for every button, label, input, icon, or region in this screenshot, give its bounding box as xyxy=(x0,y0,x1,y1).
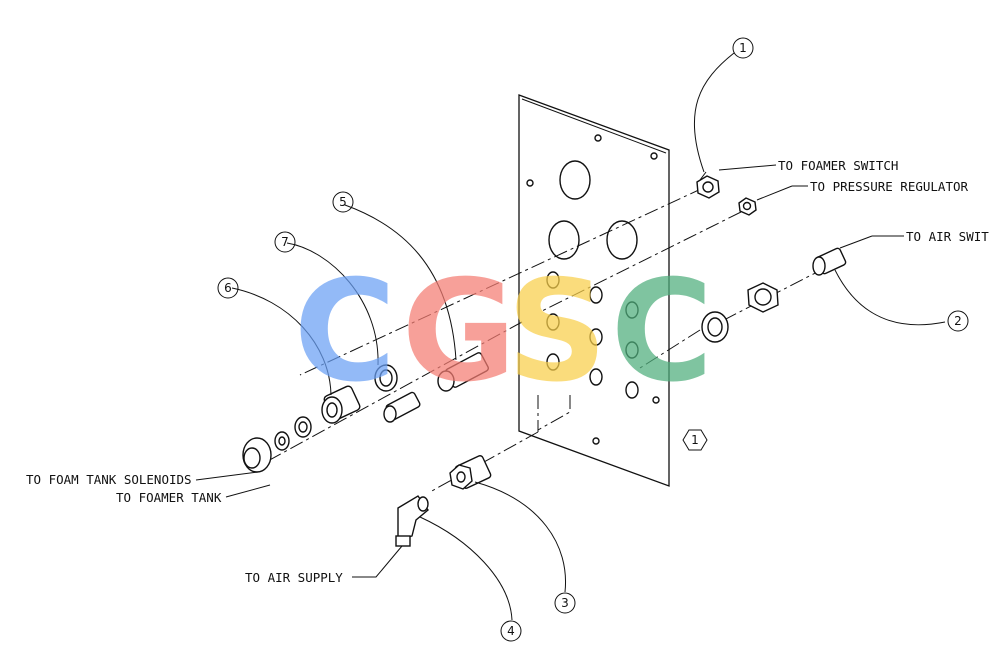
hex-nut-foamer-switch xyxy=(696,175,720,199)
callout-number: 2 xyxy=(954,314,962,328)
watermark-letter: C xyxy=(611,251,714,414)
washer-right xyxy=(701,311,729,343)
elbow-fitting xyxy=(395,495,429,547)
panel-tag-hexagon: 1 xyxy=(682,429,708,451)
washer-7 xyxy=(374,364,398,392)
callout-number: 3 xyxy=(561,596,569,610)
cgsc-watermark: C G S C xyxy=(294,251,714,414)
fitting-air-switch xyxy=(812,247,847,276)
label-to-pressure-regulator: TO PRESSURE REGULATOR xyxy=(810,179,969,194)
watermark-letter: G xyxy=(402,251,517,414)
large-hex-nut xyxy=(747,282,779,313)
watermark-letter: S xyxy=(507,251,608,414)
label-to-foamer-switch: TO FOAMER SWITCH xyxy=(778,158,898,173)
hex-fitting-3 xyxy=(449,455,492,490)
small-washer-left xyxy=(274,431,290,451)
hex-nut-pressure-regulator xyxy=(738,197,757,216)
callout-balloon-5: 5 xyxy=(332,191,354,213)
callout-number: 6 xyxy=(224,281,232,295)
callout-number: 1 xyxy=(739,41,747,55)
callout-balloon-7: 7 xyxy=(274,231,296,253)
cap-plug-left xyxy=(242,437,272,473)
label-to-foam-tank-solenoids: TO FOAM TANK SOLENOIDS xyxy=(26,472,192,487)
callout-number: 4 xyxy=(507,624,515,638)
callout-number: 7 xyxy=(281,235,289,249)
callout-balloon-2: 2 xyxy=(947,310,969,332)
label-to-air-supply: TO AIR SUPPLY xyxy=(245,570,343,585)
small-nut-left xyxy=(294,416,312,438)
center-lines xyxy=(254,187,826,493)
small-connector xyxy=(383,391,421,423)
label-to-air-switch: TO AIR SWIT xyxy=(906,229,989,244)
callout-number: 5 xyxy=(339,195,347,209)
panel-tag-number: 1 xyxy=(691,433,699,447)
watermark-letter: C xyxy=(294,251,397,414)
callout-balloon-6: 6 xyxy=(217,277,239,299)
leader-lines xyxy=(195,52,946,621)
callout-balloon-1: 1 xyxy=(732,37,754,59)
adapter-fitting xyxy=(437,352,489,392)
callout-balloon-3: 3 xyxy=(554,592,576,614)
bulkhead-fitting xyxy=(321,385,361,424)
callout-balloon-4: 4 xyxy=(500,620,522,642)
label-to-foamer-tank: TO FOAMER TANK xyxy=(116,490,222,505)
